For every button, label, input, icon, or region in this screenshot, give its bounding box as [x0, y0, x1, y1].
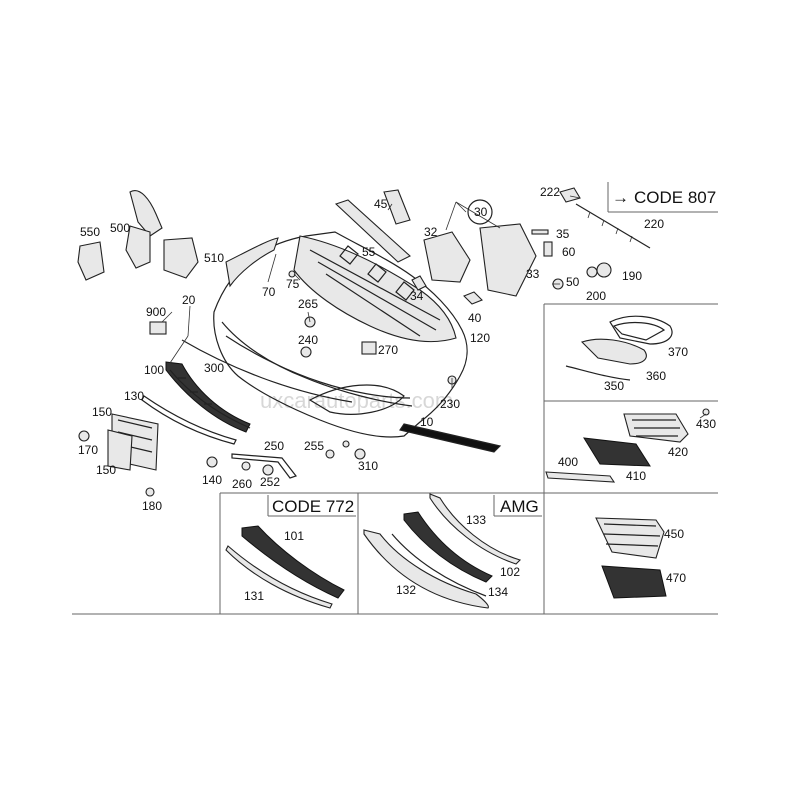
part-label: 265: [298, 297, 318, 311]
part-label: 180: [142, 499, 162, 513]
part-label: 170: [78, 443, 98, 457]
part-label: 370: [668, 345, 688, 359]
part-label: 75: [286, 277, 300, 291]
leader-lines: [161, 195, 707, 419]
part-label: 130: [124, 389, 144, 403]
part-label: 200: [586, 289, 606, 303]
part-label: 230: [440, 397, 460, 411]
part-label: 33: [526, 267, 540, 281]
part-label: 50: [566, 275, 580, 289]
part-label: 300: [204, 361, 224, 375]
part-label: 430: [696, 417, 716, 431]
amg-label: AMG: [500, 497, 539, 516]
group-30-circle: [467, 199, 493, 225]
part-label: 131: [244, 589, 264, 603]
part-label: 132: [396, 583, 416, 597]
part-label: 252: [260, 475, 280, 489]
part-label: 900: [146, 305, 166, 319]
panel-frames: [72, 182, 718, 615]
right-panel-parts: [545, 315, 689, 599]
part-label: 270: [378, 343, 398, 357]
part-label: 410: [626, 469, 646, 483]
code-772-parts: [225, 525, 345, 609]
part-label: 470: [666, 571, 686, 585]
part-label: 260: [232, 477, 252, 491]
part-label: 420: [668, 445, 688, 459]
part-label: 70: [262, 285, 276, 299]
part-label: 133: [466, 513, 486, 527]
part-label: 32: [424, 225, 438, 239]
part-label: 310: [358, 459, 378, 473]
part-label: 222: [540, 185, 560, 199]
part-label: 55: [362, 245, 376, 259]
part-label: 250: [264, 439, 284, 453]
part-label: 150: [96, 463, 116, 477]
code-807-label: CODE 807: [634, 188, 716, 207]
part-label: 500: [110, 221, 130, 235]
part-label: 10: [420, 415, 434, 429]
part-label: 140: [202, 473, 222, 487]
part-label: 101: [284, 529, 304, 543]
part-label: 240: [298, 333, 318, 347]
part-label: 190: [622, 269, 642, 283]
part-label: 102: [500, 565, 520, 579]
side-brackets: [77, 189, 537, 305]
part-label: 350: [604, 379, 624, 393]
lower-grille-group: [107, 339, 353, 479]
part-label: 255: [304, 439, 324, 453]
part-label: 150: [92, 405, 112, 419]
part-label: 34: [410, 289, 424, 303]
part-labels: 550 500 510 900 20 100 300 130 150 170 1…: [78, 185, 716, 603]
part-label: 45: [374, 197, 388, 211]
part-label: 450: [664, 527, 684, 541]
part-label: 360: [646, 369, 666, 383]
part-label: 510: [204, 251, 224, 265]
part-label: 220: [644, 217, 664, 231]
part-label: 100: [144, 363, 164, 377]
part-label: 30: [474, 205, 488, 219]
part-label: 120: [470, 331, 490, 345]
bumper-carrier: [293, 235, 457, 343]
part-label: 20: [182, 293, 196, 307]
part-label: 35: [556, 227, 570, 241]
amg-parts: [363, 493, 522, 609]
part-label: 60: [562, 245, 576, 259]
part-label: 400: [558, 455, 578, 469]
code-807-arrow: →: [612, 188, 629, 207]
part-label: 550: [80, 225, 100, 239]
part-label: 40: [468, 311, 482, 325]
part-label: 134: [488, 585, 508, 599]
sensor-harness: [575, 203, 651, 249]
bumper-cover: [213, 231, 502, 453]
code-772-label: CODE 772: [272, 497, 354, 516]
